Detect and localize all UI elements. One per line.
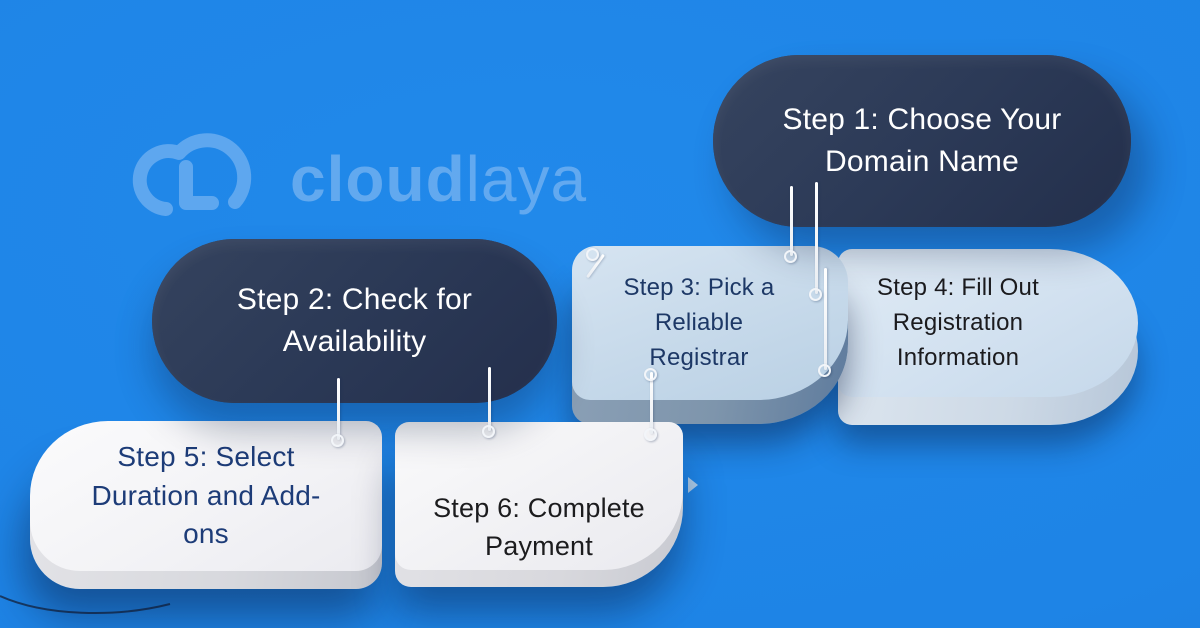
pin-ring xyxy=(784,250,797,263)
hanging-string xyxy=(650,372,653,434)
tag-face: Step 3: Pick a Reliable Registrar xyxy=(572,246,848,400)
brand-name: cloudlaya xyxy=(290,147,587,211)
step-6-label: Step 6: Complete Payment xyxy=(433,493,645,561)
pin-ring xyxy=(586,248,599,261)
step-2-label: Step 2: Check for Availability xyxy=(236,283,473,358)
tag-face: Step 5: Select Duration and Add- ons xyxy=(30,421,382,571)
pin-ring xyxy=(809,288,822,301)
hanging-string xyxy=(488,367,491,431)
step-1-label: Step 1: Choose Your Domain Name xyxy=(782,103,1062,178)
brand-name-light: laya xyxy=(465,143,588,215)
pin-ring xyxy=(482,425,495,438)
decor-arrow xyxy=(688,477,698,493)
step-4-label: Step 4: Fill Out Registration Informatio… xyxy=(877,273,1039,371)
tag-face: Step 1: Choose Your Domain Name xyxy=(713,55,1131,227)
step-3-label: Step 3: Pick a Reliable Registrar xyxy=(623,273,775,371)
hanging-string xyxy=(815,182,818,294)
brand-name-bold: cloud xyxy=(290,143,466,215)
tag-face: Step 2: Check for Availability xyxy=(152,239,557,403)
brand-logo: cloudlaya xyxy=(122,105,587,235)
pin-ring xyxy=(331,434,344,447)
tag-face: Step 6: Complete Payment xyxy=(395,422,683,570)
pin-ring xyxy=(644,428,657,441)
pin-ring xyxy=(818,364,831,377)
cloud-icon xyxy=(132,133,252,216)
decor-curve xyxy=(0,595,171,615)
step-5-label: Step 5: Select Duration and Add- ons xyxy=(91,441,321,550)
hanging-string xyxy=(790,186,793,256)
step-tag-2: Step 2: Check for Availability xyxy=(152,239,557,403)
hanging-string xyxy=(337,378,340,440)
hanging-string xyxy=(824,268,827,370)
tag-face: Step 4: Fill Out Registration Informatio… xyxy=(838,249,1138,397)
pin-ring xyxy=(644,368,657,381)
step-tag-1: Step 1: Choose Your Domain Name xyxy=(713,55,1131,227)
